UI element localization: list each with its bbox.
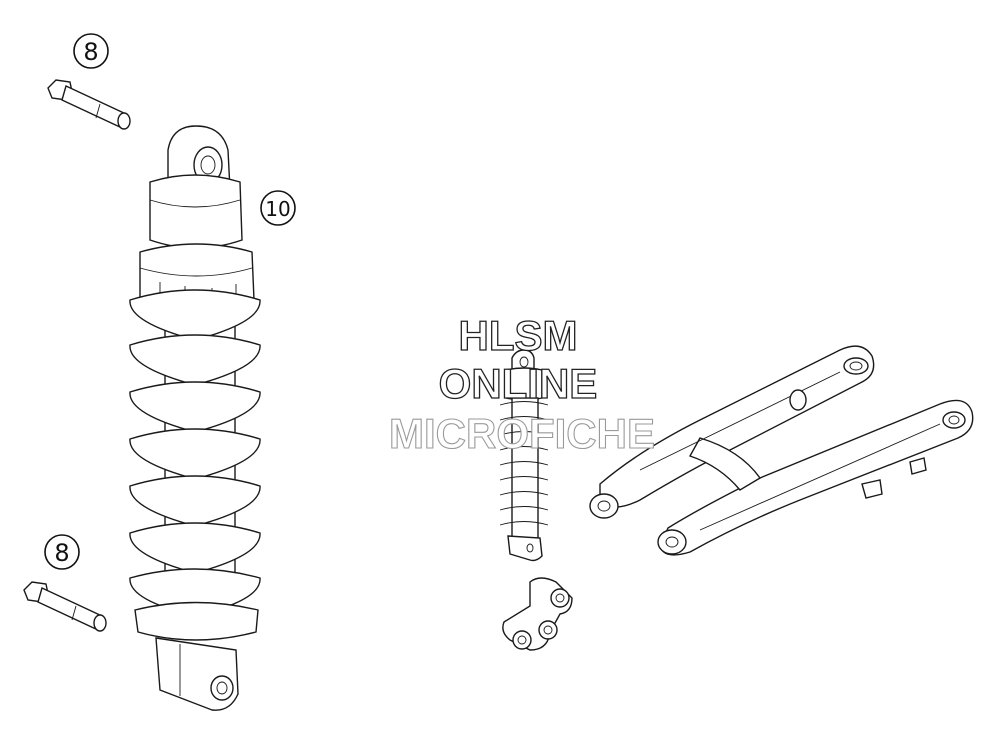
watermark: HLSM ONLINE MICROFICHE	[388, 311, 655, 457]
callout-8-top-label: 8	[83, 38, 98, 66]
swingarm[interactable]	[589, 345, 974, 556]
callout-8-bottom-label: 8	[54, 539, 69, 567]
bolt-bottom[interactable]	[23, 581, 107, 632]
linkage-lever[interactable]	[502, 577, 573, 651]
watermark-line-3: MICROFICHE	[389, 410, 655, 457]
bolt-top[interactable]	[47, 79, 131, 130]
shock-absorber-small[interactable]	[499, 349, 549, 562]
callout-10: 10	[260, 190, 296, 226]
callout-8-top: 8	[73, 33, 109, 69]
callout-8-bottom: 8	[44, 534, 80, 570]
shock-absorber-large[interactable]	[129, 125, 261, 711]
watermark-line-2: ONLINE	[439, 360, 598, 407]
watermark-line-1: HLSM	[459, 312, 578, 359]
callout-10-label: 10	[265, 197, 290, 221]
